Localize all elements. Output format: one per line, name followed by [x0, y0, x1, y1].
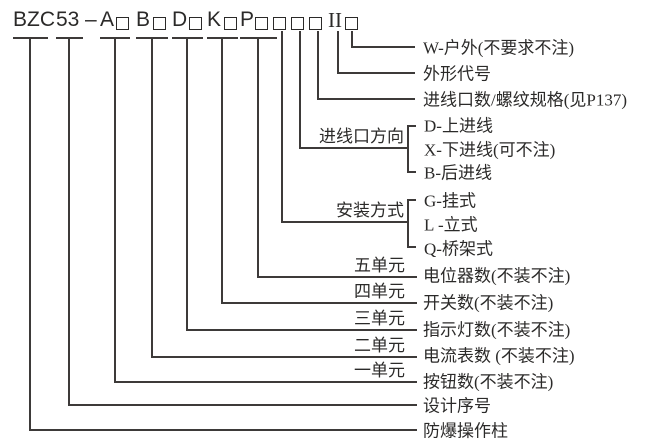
label-unit2-name: 二单元: [354, 336, 405, 355]
label-inlet-spec: 进线口数/螺纹规格(见P137): [423, 90, 627, 110]
label-unit2-desc: 电流表数 (不装不注): [423, 346, 575, 366]
label-outdoor: W-户外(不要求不注): [423, 38, 575, 58]
label-design-serial: 设计序号: [423, 396, 491, 416]
underline-a: [100, 37, 130, 39]
placeholder-box-outdoor: [345, 17, 358, 30]
bracket-mounting-top-arm: [407, 199, 416, 201]
leader-product-name: [29, 429, 417, 431]
connector-inlet-direction: [299, 31, 301, 149]
label-unit5-name: 五单元: [354, 256, 405, 275]
connector-unit5: [257, 38, 259, 278]
code-field-k: K: [207, 8, 222, 31]
underline-prefix: [13, 37, 48, 39]
placeholder-box-a: [116, 17, 129, 30]
bracket-inlet-direction: [407, 125, 409, 173]
underline-d: [172, 37, 203, 39]
connector-outdoor: [351, 31, 353, 48]
code-shape: II: [328, 8, 342, 32]
leader-unit2: [151, 356, 417, 358]
label-inlet-direction-option-d: D-上进线: [424, 116, 493, 136]
bracket-mounting: [407, 199, 409, 248]
code-prefix: BZC: [13, 8, 55, 31]
placeholder-box-k: [224, 17, 237, 30]
label-mounting-option-g: G-挂式: [424, 191, 476, 211]
placeholder-box-p: [255, 17, 268, 30]
placeholder-box-inlet-direction: [291, 17, 304, 30]
placeholder-box-d: [189, 17, 202, 30]
connector-unit4: [221, 38, 223, 304]
code-field-d: D: [172, 8, 188, 31]
placeholder-box-b: [153, 17, 166, 30]
label-unit4-name: 四单元: [354, 282, 405, 301]
connector-unit1: [114, 38, 116, 383]
code-field-b: B: [136, 8, 151, 31]
label-inlet-direction-option-b: B-后进线: [424, 163, 492, 183]
label-inlet-direction-title: 进线口方向: [319, 127, 404, 146]
label-shape-code: 外形代号: [423, 64, 491, 84]
connector-unit2: [151, 38, 153, 358]
connector-design-serial: [68, 38, 70, 406]
leader-shape-code: [337, 72, 415, 74]
leader-inlet-spec: [317, 98, 415, 100]
code-series: 53: [56, 8, 80, 31]
bracket-mounting-bottom-arm: [407, 246, 416, 248]
connector-inlet-spec: [317, 31, 319, 100]
placeholder-box-inlet-spec: [309, 17, 322, 30]
label-mounting-title: 安装方式: [336, 201, 404, 220]
connector-shape-code: [337, 31, 339, 74]
connector-unit3: [186, 38, 188, 331]
leader-outdoor: [351, 46, 415, 48]
label-unit1-name: 一单元: [354, 361, 405, 380]
leader-mounting: [281, 221, 407, 223]
underline-series: [56, 37, 83, 39]
label-mounting-option-l: L -立式: [424, 215, 478, 235]
label-unit4-desc: 开关数(不装不注): [423, 293, 554, 313]
code-field-p: P: [240, 8, 255, 31]
leader-design-serial: [68, 404, 417, 406]
underline-k: [207, 37, 238, 39]
label-product-name: 防爆操作柱: [423, 421, 508, 441]
leader-unit3: [186, 329, 417, 331]
leader-unit5: [257, 276, 417, 278]
connector-mounting: [281, 31, 283, 223]
placeholder-box-mounting: [273, 17, 286, 30]
bracket-inlet-direction-top-arm: [407, 125, 416, 127]
connector-product-name: [29, 38, 31, 431]
underline-p: [240, 37, 277, 39]
label-unit1-desc: 按钮数(不装不注): [423, 372, 554, 392]
code-field-a: A: [100, 8, 115, 31]
leader-unit1: [114, 381, 417, 383]
label-inlet-direction-option-x: X-下进线(可不注): [424, 140, 556, 160]
leader-inlet-direction: [299, 147, 407, 149]
code-separator: –: [85, 8, 97, 31]
label-unit5-desc: 电位器数(不装不注): [423, 266, 571, 286]
label-unit3-desc: 指示灯数(不装不注): [423, 320, 571, 340]
leader-unit4: [221, 302, 417, 304]
label-mounting-option-q: Q-桥架式: [424, 239, 493, 259]
label-unit3-name: 三单元: [354, 309, 405, 328]
underline-b: [136, 37, 168, 39]
bracket-inlet-direction-bottom-arm: [407, 171, 416, 173]
